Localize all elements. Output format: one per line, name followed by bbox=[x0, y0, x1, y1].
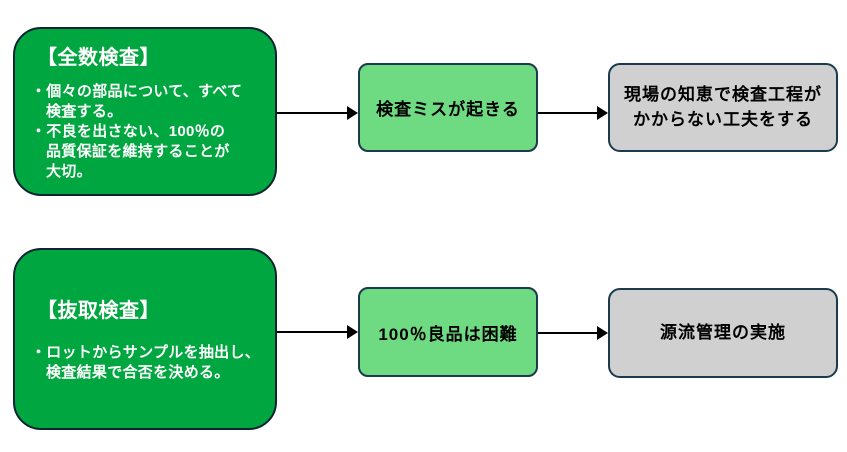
arrow-head bbox=[347, 325, 358, 339]
bullet-item: ・不良を出さない、100％の 品質保証を維持することが 大切。 bbox=[31, 123, 230, 180]
arrow-head bbox=[347, 106, 358, 120]
solution-text: 現場の知恵で検査工程が かからない工夫をする bbox=[624, 84, 822, 129]
arrow-right-icon bbox=[277, 106, 358, 120]
solution-box-source-management: 源流管理の実施 bbox=[608, 288, 838, 378]
solution-text: 源流管理の実施 bbox=[660, 322, 786, 342]
arrow-right-icon bbox=[277, 325, 358, 339]
bullet-item: ・個々の部品について、すべて 検査する。 bbox=[31, 83, 243, 120]
problem-text: 検査ミスが起きる bbox=[376, 100, 520, 119]
arrow-right-icon bbox=[538, 326, 608, 340]
bullet-item: ・ロットからサンプルを抽出し、 検査結果で合否を決める。 bbox=[31, 344, 261, 381]
bullet-list: ・個々の部品について、すべて 検査する。 ・不良を出さない、100％の 品質保証… bbox=[31, 82, 267, 182]
box-title-sampling-inspection: 【抜取検査】 bbox=[37, 300, 160, 322]
arrow-shaft bbox=[538, 332, 598, 334]
solution-box-process-improvement: 現場の知恵で検査工程が かからない工夫をする bbox=[608, 63, 838, 152]
source-box-full-inspection: 【全数検査】 ・個々の部品について、すべて 検査する。 ・不良を出さない、100… bbox=[13, 27, 277, 196]
arrow-shaft bbox=[277, 331, 348, 333]
arrow-shaft bbox=[538, 112, 598, 114]
source-box-sampling-inspection: 【抜取検査】 ・ロットからサンプルを抽出し、 検査結果で合否を決める。 bbox=[13, 248, 277, 430]
problem-box-100pct-good-difficult: 100％良品は困難 bbox=[358, 287, 538, 377]
problem-box-inspection-miss: 検査ミスが起きる bbox=[358, 63, 538, 152]
box-title-full-inspection: 【全数検査】 bbox=[37, 47, 160, 69]
arrow-shaft bbox=[277, 112, 348, 114]
bullet-list: ・ロットからサンプルを抽出し、 検査結果で合否を決める。 bbox=[31, 343, 267, 383]
problem-text: 100％良品は困難 bbox=[378, 324, 518, 344]
arrow-head bbox=[597, 106, 608, 120]
arrow-right-icon bbox=[538, 106, 608, 120]
arrow-head bbox=[597, 326, 608, 340]
